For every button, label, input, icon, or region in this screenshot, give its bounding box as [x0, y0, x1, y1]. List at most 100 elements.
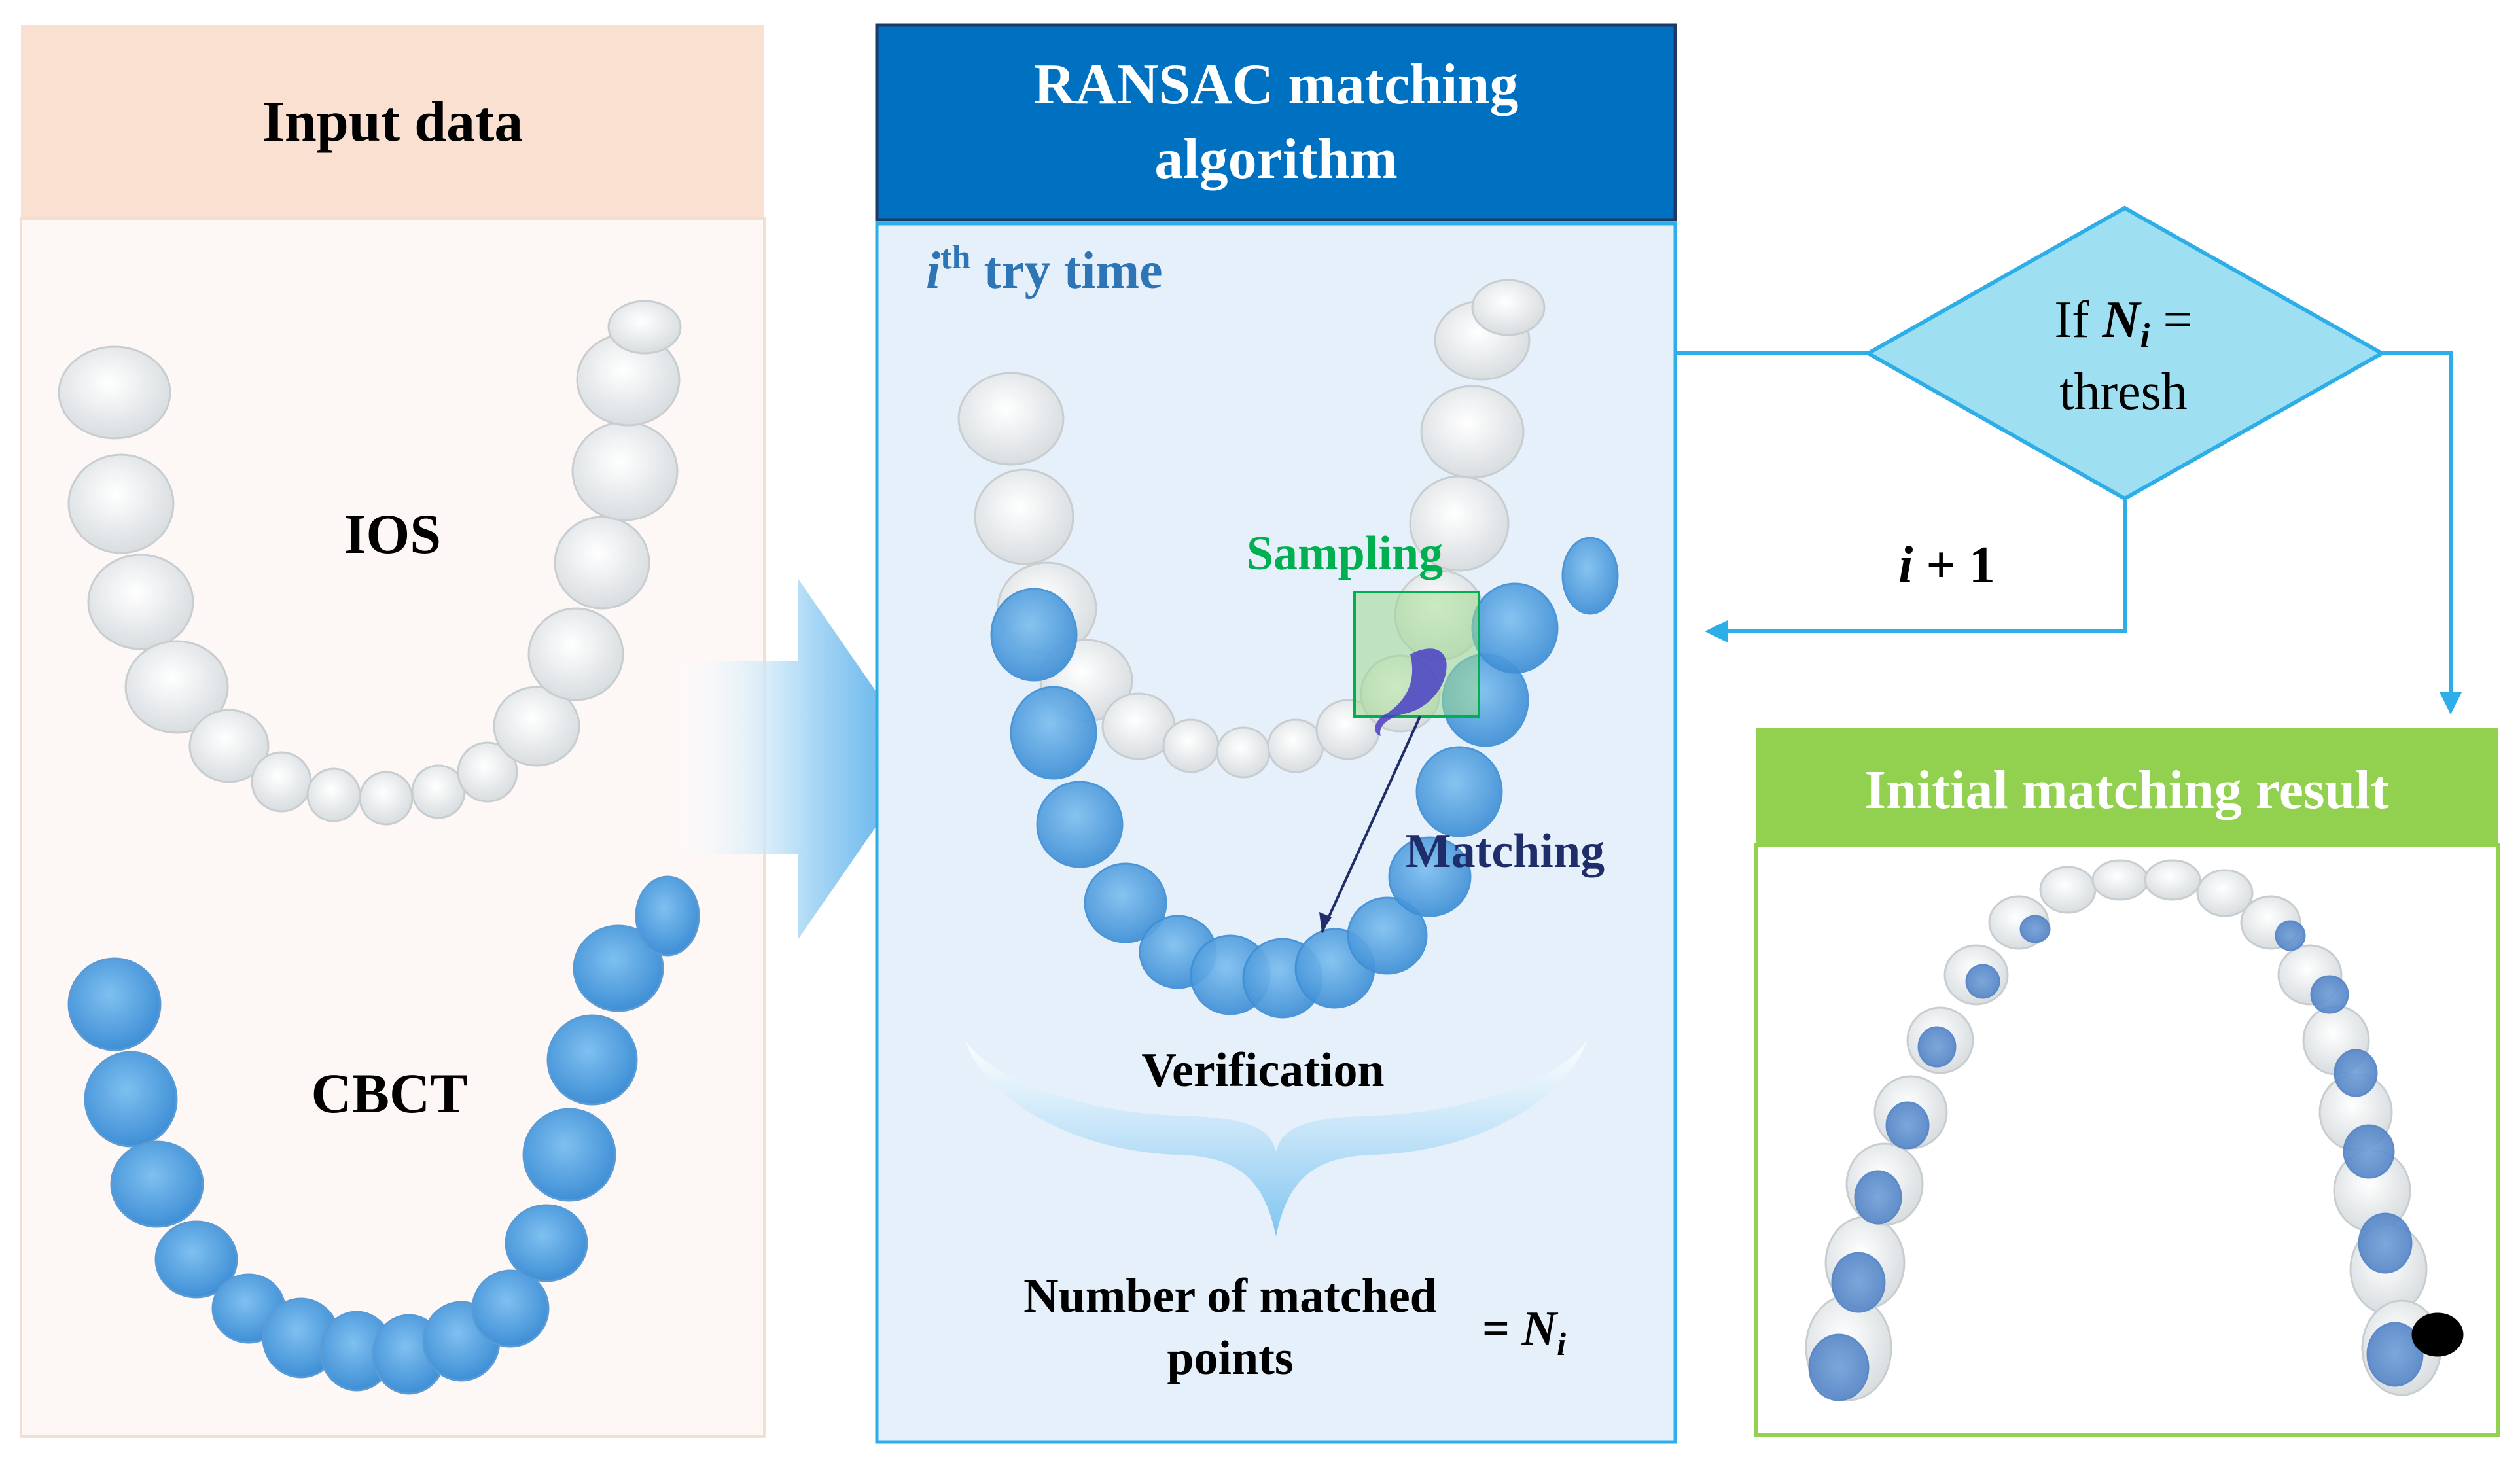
tooth [527, 607, 624, 701]
input-to-ransac-arrow [681, 579, 923, 939]
tooth [1808, 1333, 1870, 1401]
tooth [1471, 582, 1559, 674]
tooth [1347, 896, 1428, 975]
ransac-title-line2: algorithm [1154, 128, 1398, 191]
tooth [1388, 836, 1472, 917]
tooth [471, 1269, 550, 1348]
tooth [546, 1014, 638, 1106]
input-panel-header [21, 25, 764, 219]
tooth [607, 300, 682, 355]
decision-line2: thresh [2059, 363, 2188, 421]
tooth [1267, 718, 1324, 773]
ransac-panel: RANSAC matching algorithm ith try time S… [875, 23, 1677, 1444]
tooth [1162, 718, 1220, 773]
tooth [67, 453, 175, 554]
tooth [2366, 1322, 2424, 1387]
tooth [67, 957, 162, 1051]
try-time-label: ith try time [926, 239, 1163, 300]
input-panel-title: Input data [262, 90, 524, 154]
tooth [1420, 385, 1525, 479]
decision-var: N [2102, 291, 2142, 349]
verification-brace [965, 1040, 1587, 1237]
tooth [2019, 915, 2051, 943]
tooth [1885, 1101, 1930, 1150]
tooth [457, 741, 518, 803]
count-var: N [1521, 1302, 1559, 1356]
tooth [2091, 859, 2149, 901]
tooth [2196, 869, 2254, 917]
ios-arch-image [58, 300, 682, 826]
tooth [554, 516, 650, 610]
try-time-text: try time [970, 242, 1162, 300]
tooth [635, 875, 700, 957]
tooth [2334, 1049, 2378, 1097]
cbct-arch-image [67, 875, 700, 1395]
loop-label: i + 1 [1898, 537, 1995, 594]
try-time-sup: th [940, 239, 970, 276]
tooth [990, 588, 1078, 682]
sampling-label: Sampling [1247, 527, 1443, 580]
tooth [359, 771, 414, 826]
tooth [957, 372, 1065, 466]
tooth [1036, 781, 1124, 868]
loop-var: i [1898, 537, 1913, 594]
tooth [58, 345, 171, 440]
matched-count-line1: Number of matched [1023, 1269, 1437, 1323]
matched-count-line2: points [1167, 1331, 1293, 1385]
result-panel: Initial matching result [1754, 728, 2500, 1437]
count-equals: = [1482, 1302, 1522, 1356]
tooth [1965, 964, 2000, 999]
decision-sub: i [2140, 316, 2150, 355]
tooth [2358, 1212, 2413, 1274]
ransac-title-line1: RANSAC matching [1034, 53, 1519, 116]
decision-prefix: If [2054, 291, 2102, 349]
result-panel-header [1756, 728, 2498, 845]
count-sub: i [1557, 1326, 1566, 1362]
tooth [493, 686, 580, 767]
ransac-panel-header [875, 23, 1677, 222]
tooth [571, 421, 679, 521]
tooth [110, 1140, 204, 1228]
decision-flow: If Ni = thresh i + 1 [1675, 205, 2462, 714]
decision-line1: If Ni = [2054, 291, 2192, 355]
tooth [1917, 1026, 1957, 1068]
tooth [522, 1108, 616, 1202]
tooth [2343, 1124, 2395, 1179]
decision-diamond [1864, 205, 2387, 501]
tooth [974, 468, 1074, 565]
ios-label: IOS [344, 502, 441, 565]
tooth [87, 554, 194, 650]
result-title: Initial matching result [1864, 760, 2388, 820]
try-time-var: i [926, 242, 940, 300]
input-panel: Input data IOS CBCT [20, 25, 766, 1438]
tooth [306, 767, 361, 822]
tooth [1831, 1252, 1886, 1313]
tooth [1854, 1170, 1902, 1225]
yes-arrow [2382, 351, 2453, 700]
tooth [154, 1220, 238, 1299]
cbct-label: CBCT [311, 1062, 468, 1125]
matching-arrow [1321, 716, 1421, 933]
tooth [1415, 746, 1503, 837]
tooth [1471, 279, 1546, 336]
loop-op: + 1 [1913, 537, 1995, 594]
tooth [2411, 1312, 2464, 1357]
tooth [573, 924, 664, 1012]
tooth [2310, 975, 2349, 1014]
tooth [251, 751, 312, 813]
tooth [2039, 866, 2097, 914]
tooth [84, 1051, 178, 1148]
result-arch-image [1805, 859, 2464, 1401]
verification-label: Verification [1141, 1044, 1384, 1097]
tooth [1561, 537, 1619, 615]
tooth [1084, 862, 1167, 943]
matching-label: Matching [1406, 824, 1605, 878]
tooth [2275, 920, 2306, 951]
tooth [1216, 726, 1271, 779]
tooth [411, 764, 466, 819]
decision-suffix: = [2150, 291, 2192, 349]
tooth [188, 709, 270, 783]
loop-back-arrow [1714, 499, 2127, 633]
sampled-points [1375, 648, 1447, 736]
